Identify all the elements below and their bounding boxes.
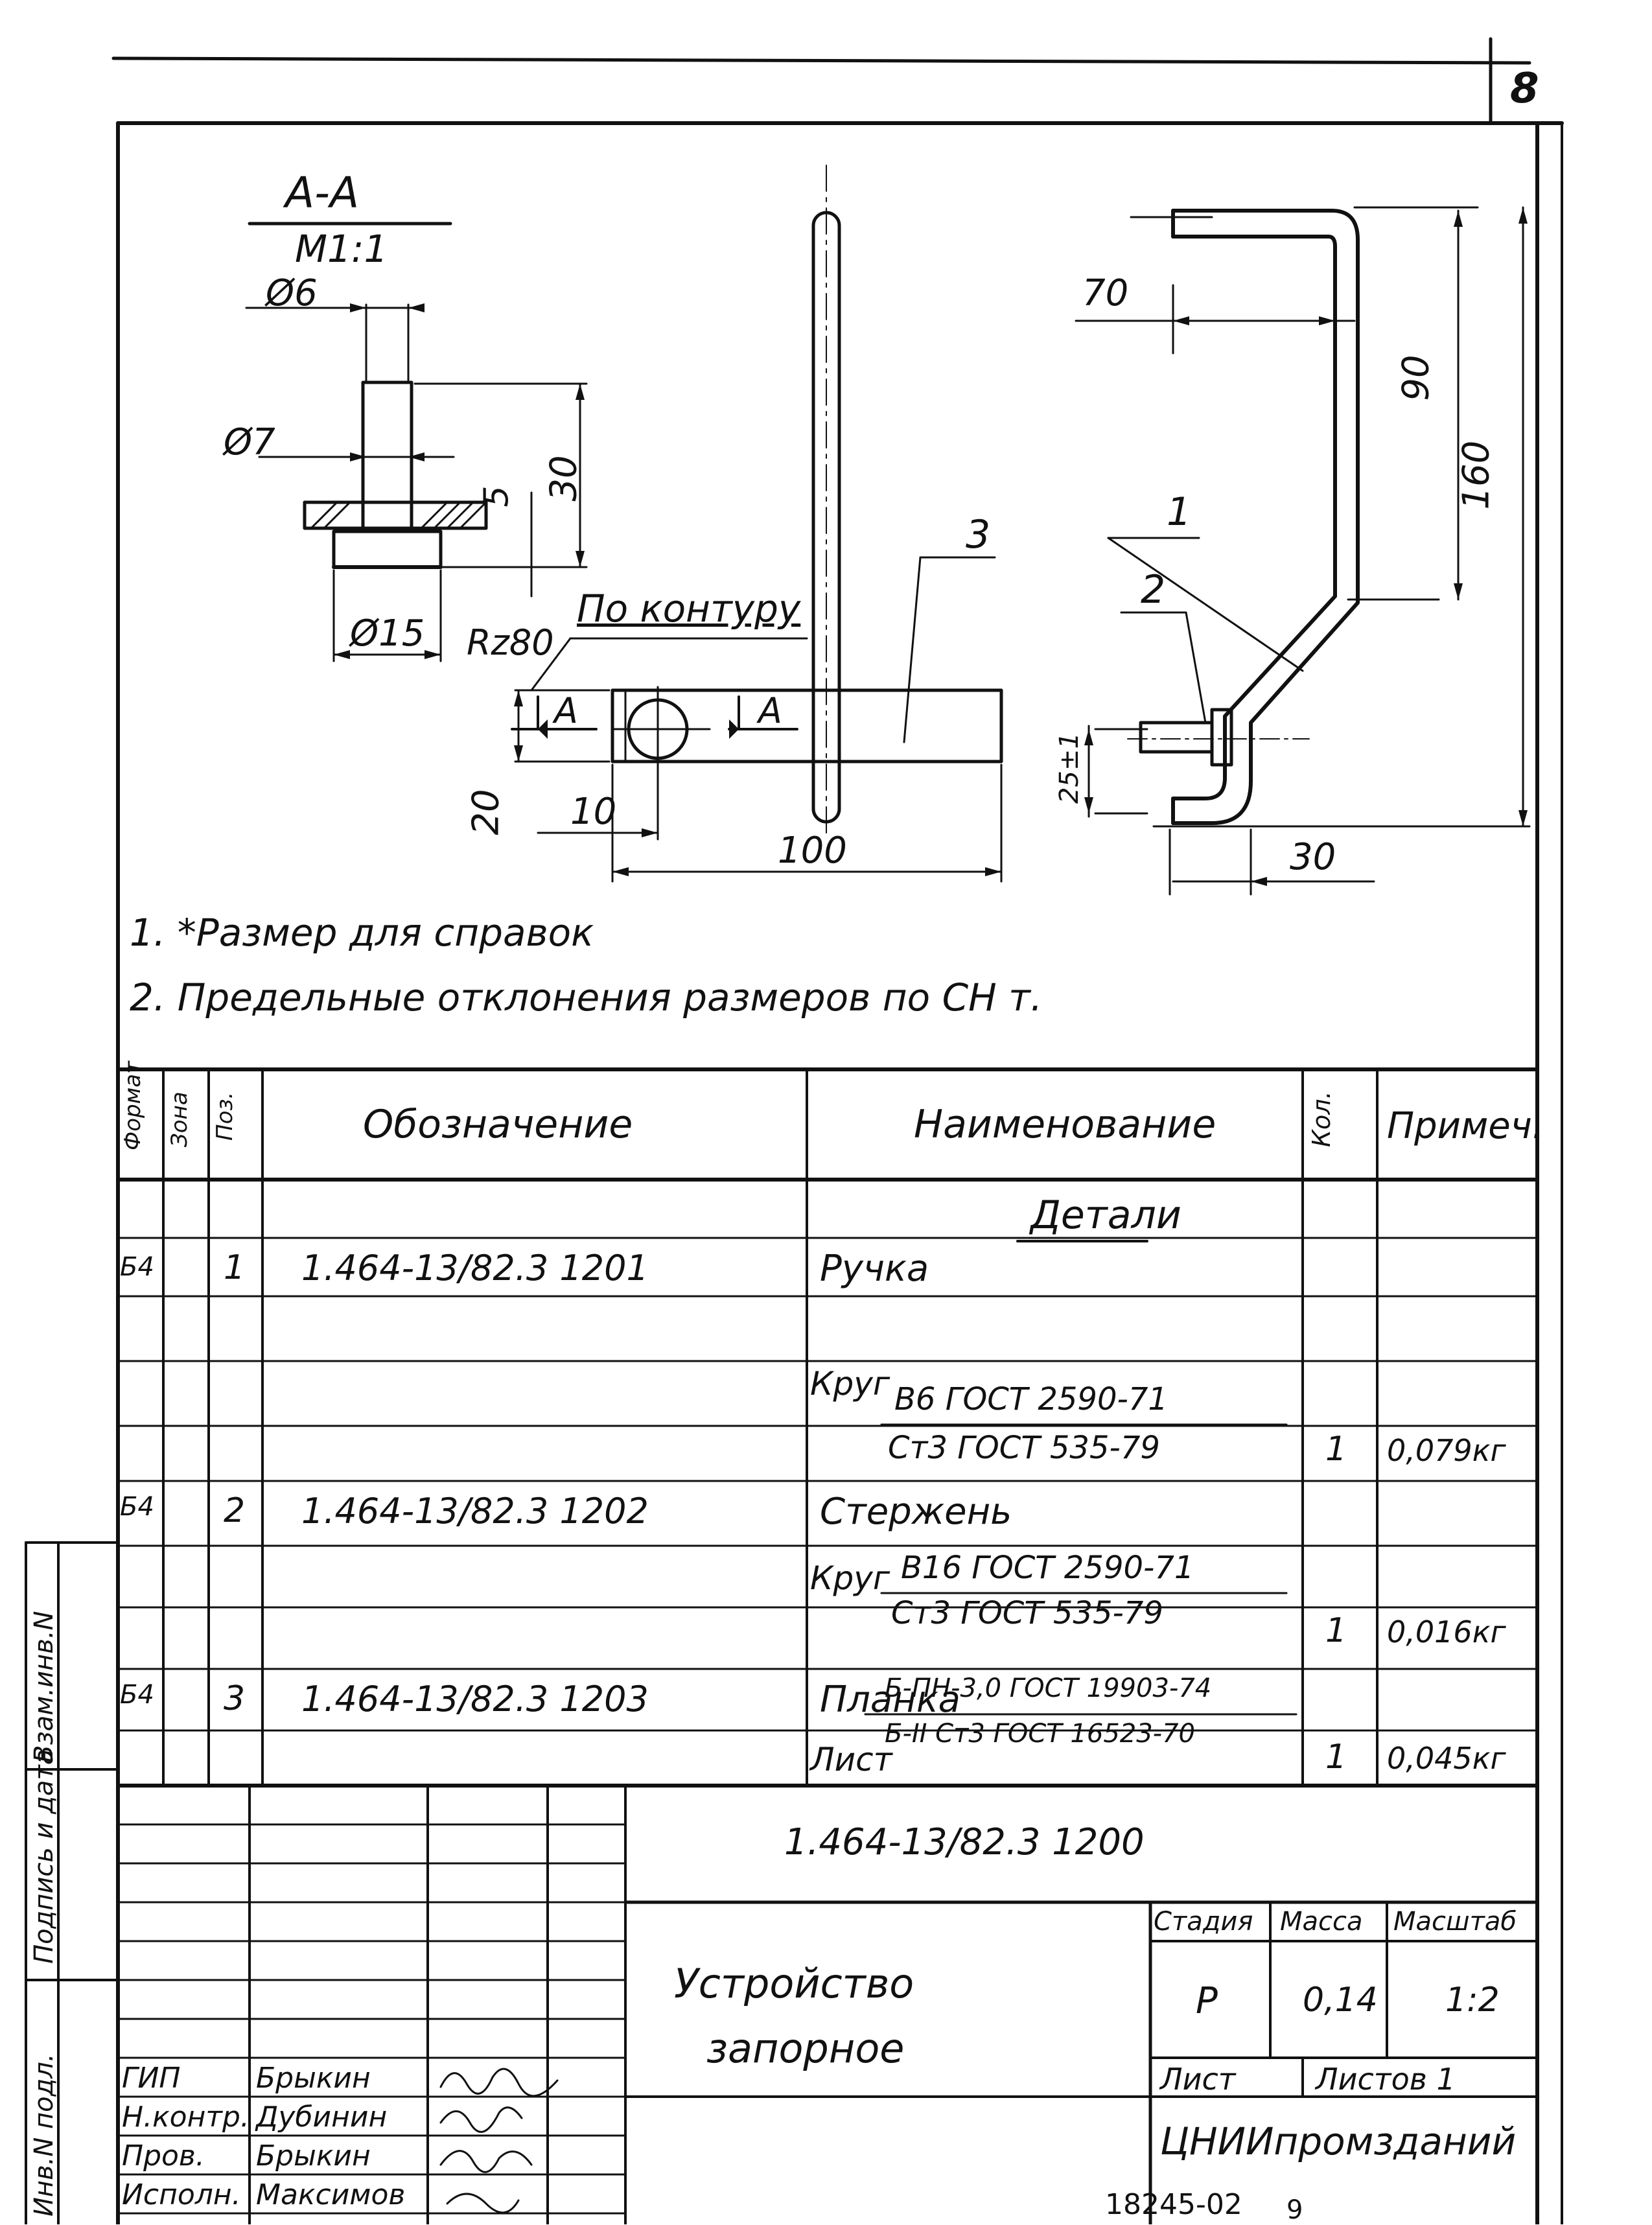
row3-designation: 1.464-13/82.3 1202 (301, 1491, 649, 1532)
row6-material-prefix: Лист (810, 1741, 892, 1778)
header-format: Формат (120, 1061, 146, 1150)
mass-value: 0,14 (1303, 1981, 1378, 2020)
name-ispoln: Максимов (256, 2178, 406, 2211)
row5-name: Планка (820, 1679, 960, 1721)
note-1: 1. *Размер для справок (130, 911, 594, 955)
row3-format: Б4 (120, 1492, 154, 1522)
organization: ЦНИИпромзданий (1160, 2119, 1517, 2163)
role-gip: ГИП (122, 2062, 181, 2095)
row3-name: Стержень (820, 1491, 1012, 1533)
doc-number: 1.464-13/82.3 1200 (784, 1821, 1145, 1863)
header-name: Наименование (914, 1102, 1216, 1147)
name-prov: Брыкин (256, 2139, 371, 2173)
row2-material-prefix: Круг (810, 1365, 890, 1403)
row5-designation: 1.464-13/82.3 1203 (301, 1679, 649, 1719)
header-note: Примеч. (1387, 1105, 1544, 1147)
position-1: 1 (1167, 489, 1192, 535)
title-line-2: запорное (706, 2025, 905, 2072)
dim-100: 100 (778, 830, 847, 872)
dim-90: 90 (1395, 355, 1437, 401)
stage-value: Р (1196, 1980, 1218, 2022)
row1-pos: 1 (224, 1248, 246, 1287)
section-label: А-А (285, 168, 360, 218)
row6-note: 0,045кг (1387, 1741, 1506, 1776)
dim-d7: Ø7 (224, 421, 275, 463)
side-stamp-inv: Инв.N подл. (29, 2053, 59, 2217)
footer-code: 18245-02 (1105, 2188, 1242, 2221)
row6-qty: 1 (1325, 1738, 1347, 1777)
dim-contour: По контуру (577, 587, 801, 631)
dim-d6: Ø6 (266, 272, 318, 314)
row2-material-bottom: Ст3 ГОСТ 535-79 (888, 1430, 1160, 1466)
role-nkontr: Н.контр. (122, 2101, 250, 2134)
dim-30: 30 (542, 455, 585, 502)
dim-70: 70 (1082, 272, 1129, 314)
row6-material-top: Б-ПН-3,0 ГОСТ 19903-74 (885, 1673, 1212, 1703)
sheet-label: Лист (1160, 2062, 1236, 2097)
position-2: 2 (1141, 567, 1166, 612)
section-mark-a-right: А (758, 690, 782, 731)
dim-25: 25±1 (1054, 732, 1084, 804)
row3-pos: 2 (224, 1491, 246, 1530)
side-stamp-signature: Подпись и дата (29, 1749, 59, 1964)
header-pos: Поз. (212, 1091, 238, 1141)
row4-qty: 1 (1325, 1611, 1347, 1650)
scale-value: 1:2 (1445, 1981, 1500, 2020)
footer-page: 9 (1286, 2195, 1303, 2225)
row1-format: Б4 (120, 1252, 154, 1282)
role-prov: Пров. (122, 2139, 205, 2173)
row4-material-top: В16 ГОСТ 2590-71 (901, 1550, 1194, 1586)
note-2: 2. Предельные отклонения размеров по СН … (130, 975, 1043, 1019)
header-qty: Кол. (1307, 1091, 1336, 1147)
row4-note: 0,016кг (1387, 1614, 1506, 1649)
dim-d15: Ø15 (350, 612, 425, 655)
dim-10: 10 (570, 791, 617, 833)
scale-label: Масштаб (1393, 1907, 1517, 1937)
dim-160: 160 (1455, 440, 1498, 510)
spec-section-title: Детали (1030, 1193, 1181, 1238)
header-zone: Зона (167, 1091, 192, 1147)
stage-label: Стадия (1154, 1907, 1253, 1937)
section-mark-a-left: А (554, 690, 578, 731)
mass-label: Масса (1280, 1907, 1363, 1937)
dim-5: 5 (477, 485, 517, 507)
header-designation: Обозначение (363, 1102, 633, 1147)
dim-30-bottom: 30 (1290, 836, 1336, 878)
position-3: 3 (966, 512, 991, 557)
row1-name: Ручка (820, 1248, 929, 1290)
row2-qty: 1 (1325, 1430, 1347, 1469)
row6-material-bottom: Б-II Ст3 ГОСТ 16523-70 (885, 1719, 1196, 1749)
row2-material-top: В6 ГОСТ 2590-71 (894, 1381, 1168, 1417)
row4-material-prefix: Круг (810, 1559, 890, 1597)
section-scale: М1:1 (295, 227, 388, 271)
row5-format: Б4 (120, 1680, 154, 1710)
name-gip: Брыкин (256, 2062, 371, 2095)
row2-note: 0,079кг (1387, 1433, 1506, 1468)
title-line-1: Устройство (674, 1960, 914, 2007)
role-ispoln: Исполн. (122, 2178, 241, 2211)
row1-designation: 1.464-13/82.3 1201 (301, 1248, 649, 1288)
sheet-number: 8 (1510, 65, 1539, 113)
side-stamp-vzam: Взам.инв.N (29, 1611, 59, 1763)
dim-20: 20 (465, 789, 507, 835)
dim-rz80: Rz80 (467, 622, 554, 663)
row5-pos: 3 (224, 1679, 246, 1718)
name-nkontr: Дубинин (256, 2101, 388, 2134)
row4-material-bottom: Ст3 ГОСТ 535-79 (891, 1595, 1163, 1631)
sheets-label: Листов 1 (1316, 2062, 1456, 2097)
